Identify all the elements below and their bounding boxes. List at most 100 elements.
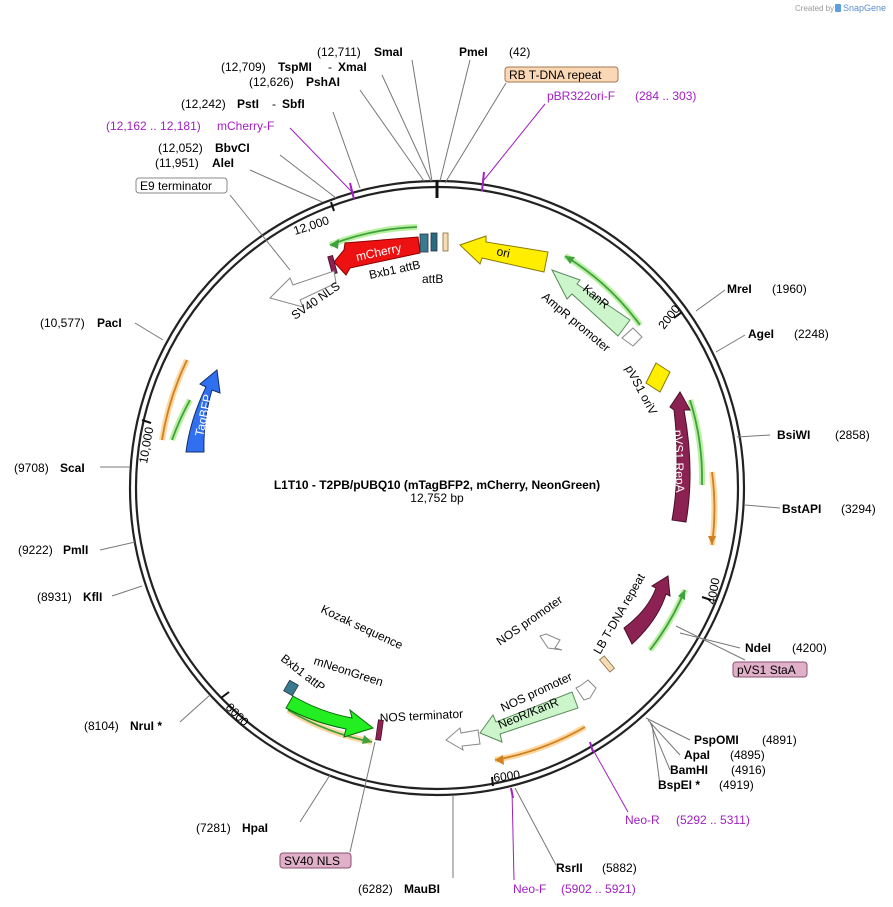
primer-neo-f-range: (5902 .. 5921) (561, 882, 636, 896)
site-pspomi[interactable]: PspOMI (4891) (694, 733, 797, 747)
feature-mcherry[interactable]: mCherry (333, 236, 421, 276)
site-maubi-name: MauBI (404, 882, 440, 896)
primer-neo-r[interactable]: Neo-R (5292 .. 5311) (625, 813, 750, 827)
site-smai-pos: (12,711) (317, 45, 361, 59)
site-pmei-pos: (42) (509, 45, 530, 59)
site-apai-name: ApaI (684, 748, 710, 762)
feature-lb-small-block[interactable] (598, 655, 616, 673)
tick-10000: 10,000 (136, 419, 156, 465)
site-bbvci[interactable]: (12,052) BbvCI (158, 141, 250, 155)
site-pspomi-pos: (4891) (762, 733, 797, 747)
site-nrui-name: NruI * (130, 719, 162, 733)
site-pspomi-name: PspOMI (694, 733, 739, 747)
site-pmei[interactable]: PmeI (42) (459, 45, 530, 59)
feature-nos-promoter-1[interactable]: NOS promoter (494, 593, 565, 651)
feature-nos-terminator[interactable]: NOS terminator (379, 707, 481, 752)
site-tspmi-pos: (12,709) (221, 60, 266, 74)
feature-sv40-nls-outer-label: SV40 NLS (284, 854, 340, 868)
site-agei[interactable]: AgeI (2248) (748, 327, 829, 341)
feature-pvs1-repa-label: pVS1 RepA (671, 430, 687, 493)
feature-mneongreen[interactable] (285, 695, 375, 738)
site-sbfi-name: SbfI (282, 97, 305, 111)
site-hpai-name: HpaI (242, 821, 268, 835)
tick-4000: 4000 (701, 576, 723, 606)
site-alei-pos: (11,951) (155, 156, 199, 170)
site-pshai[interactable]: (12,626) PshAI (249, 75, 340, 89)
site-pmli[interactable]: (9222) PmlI (18, 543, 88, 557)
feature-sv40-nls-top[interactable]: SV40 NLS (269, 255, 343, 323)
site-leaders (99, 59, 781, 878)
site-pmli-name: PmlI (63, 543, 88, 557)
feature-pvs1-oriv[interactable]: pVS1 oriV (622, 362, 671, 417)
site-bamhi[interactable]: BamHI (4916) (670, 763, 766, 777)
site-smai-name: SmaI (374, 45, 403, 59)
primer-mcherry-f[interactable]: (12,162 .. 12,181) mCherry-F (106, 119, 274, 133)
site-kfli[interactable]: (8931) KflI (37, 590, 102, 604)
site-alei-name: AleI (212, 156, 234, 170)
primer-neo-r-name: Neo-R (625, 813, 660, 827)
feature-attb-block[interactable] (442, 232, 449, 252)
feature-pvs1-staa[interactable]: pVS1 StaA (732, 661, 808, 678)
site-nrui[interactable]: (8104) NruI * (84, 719, 162, 733)
site-bamhi-name: BamHI (670, 763, 708, 777)
site-pshai-name: PshAI (306, 75, 340, 89)
feature-ori[interactable]: ori (459, 235, 549, 273)
tick-label-4000: 4000 (704, 576, 722, 605)
primer-neo-f[interactable]: Neo-F (5902 .. 5921) (513, 882, 636, 896)
site-pshai-pos: (12,626) (249, 75, 294, 89)
tick-2000: 2000 (655, 302, 683, 332)
site-psti-sbfi[interactable]: (12,242) PstI - SbfI (181, 97, 305, 111)
site-bstapi[interactable]: BstAPI (3294) (782, 502, 876, 516)
primer-pbr322ori-f-name: pBR322ori-F (547, 89, 615, 103)
feature-bxb1-attp-block[interactable] (283, 679, 299, 697)
feature-sv40-nls-small-block[interactable] (375, 719, 384, 741)
site-smai[interactable]: (12,711) SmaI (317, 45, 403, 59)
credit-brand: SnapGene (843, 3, 886, 13)
site-scai[interactable]: (9708) ScaI (14, 461, 85, 475)
site-agei-pos: (2248) (794, 327, 829, 341)
feature-tagbfp-label: TagBFP (192, 393, 215, 438)
feature-ori-label: ori (495, 244, 511, 260)
feature-sv40-nls-outer[interactable]: SV40 NLS (279, 852, 352, 869)
site-bspei[interactable]: BspEI * (4919) (658, 778, 754, 792)
site-apai[interactable]: ApaI (4895) (684, 748, 765, 762)
feature-attb-label: attB (422, 272, 443, 286)
primer-marks (349, 171, 594, 799)
site-nrui-pos: (8104) (84, 719, 119, 733)
site-mrei-pos: (1960) (772, 282, 807, 296)
site-ndei-name: NdeI (745, 641, 771, 655)
site-scai-pos: (9708) (14, 461, 49, 475)
feature-nos-terminator-label: NOS terminator (379, 707, 463, 725)
site-alei[interactable]: (11,951) AleI (155, 156, 234, 170)
site-scai-name: ScaI (60, 461, 85, 475)
site-hpai[interactable]: (7281) HpaI (196, 821, 268, 835)
primer-neo-r-range: (5292 .. 5311) (676, 813, 750, 827)
feature-e9-terminator[interactable]: E9 terminator (135, 177, 228, 194)
site-kfli-name: KflI (83, 590, 102, 604)
site-bamhi-pos: (4916) (731, 763, 766, 777)
primer-mcherry-f-range: (12,162 .. 12,181) (106, 119, 201, 133)
site-maubi[interactable]: (6282) MauBI (358, 882, 440, 896)
site-rsrii[interactable]: RsrII (5882) (556, 861, 637, 875)
site-tspmi-xmai[interactable]: (12,709) TspMI - XmaI (221, 60, 367, 74)
site-bstapi-name: BstAPI (782, 502, 821, 516)
feature-rb-tdna-repeat[interactable]: RB T-DNA repeat (504, 66, 619, 83)
site-paci[interactable]: (10,577) PacI (40, 316, 122, 330)
feature-e9-terminator-label: E9 terminator (140, 179, 212, 193)
site-mrei-name: MreI (727, 282, 752, 296)
site-bspei-pos: (4919) (719, 778, 754, 792)
site-bsiwi-pos: (2858) (835, 428, 870, 442)
plasmid-name: L1T10 - T2PB/pUBQ10 (mTagBFP2, mCherry, … (274, 478, 600, 492)
site-mrei[interactable]: MreI (1960) (727, 282, 807, 296)
feature-pvs1-repa[interactable]: pVS1 RepA (669, 391, 691, 523)
site-ndei[interactable]: NdeI (4200) (745, 641, 827, 655)
feature-tagbfp[interactable]: TagBFP (185, 369, 221, 453)
site-bsiwi[interactable]: BsiWI (2858) (777, 428, 870, 442)
direction-arcs (159, 224, 718, 765)
primer-pbr322ori-f[interactable]: pBR322ori-F (284 .. 303) (547, 89, 696, 103)
tick-6000: 6000 (491, 767, 521, 787)
feature-bxb1-attb-block[interactable] (419, 232, 438, 253)
site-bbvci-pos: (12,052) (158, 141, 203, 155)
site-rsrii-name: RsrII (556, 861, 583, 875)
